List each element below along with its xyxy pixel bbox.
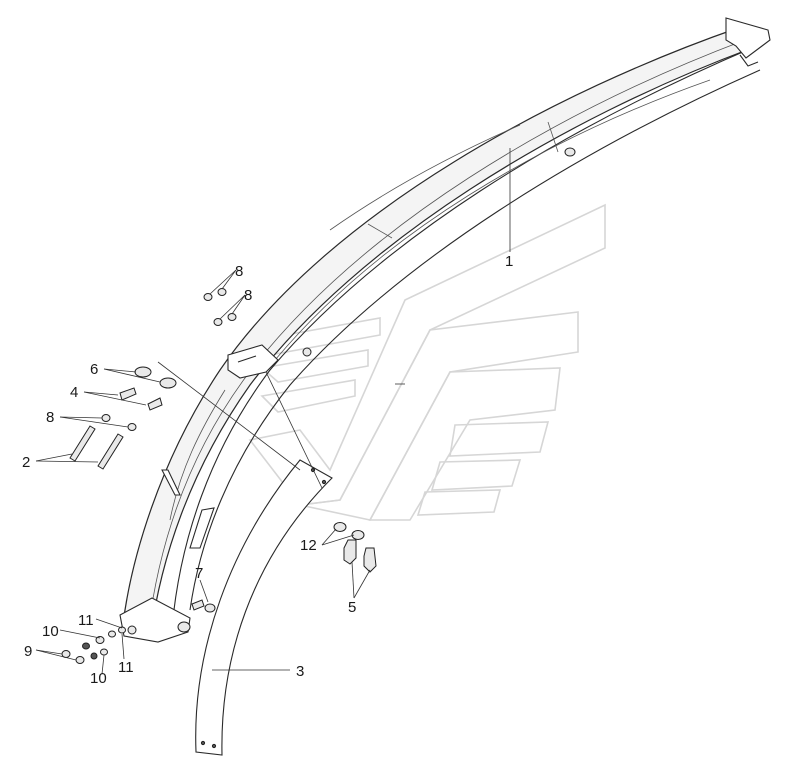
callout-11-upper: 11 xyxy=(78,612,94,629)
leader-lines xyxy=(35,148,511,675)
watermark-logo xyxy=(248,203,606,521)
callout-9: 9 xyxy=(24,643,32,660)
callout-11-lower: 11 xyxy=(118,659,134,676)
callout-5: 5 xyxy=(348,599,356,616)
callout-2: 2 xyxy=(22,454,30,471)
callout-10-lower: 10 xyxy=(90,670,107,687)
callout-8-top: 8 xyxy=(235,263,243,280)
callout-labels: 1 2 3 4 5 6 7 8 8 8 9 10 10 11 11 12 xyxy=(22,253,513,687)
callout-8-left: 8 xyxy=(46,409,54,426)
callout-4: 4 xyxy=(70,384,78,401)
callout-6: 6 xyxy=(90,361,98,378)
callout-10-upper: 10 xyxy=(42,623,59,640)
arched-cover-assembly xyxy=(119,17,771,643)
curved-panel xyxy=(195,459,333,756)
hardware xyxy=(61,288,377,664)
callout-8-middle: 8 xyxy=(244,287,252,304)
callout-12: 12 xyxy=(300,537,317,554)
callout-3: 3 xyxy=(296,663,304,680)
callout-1: 1 xyxy=(505,253,513,270)
callout-7: 7 xyxy=(195,565,203,582)
